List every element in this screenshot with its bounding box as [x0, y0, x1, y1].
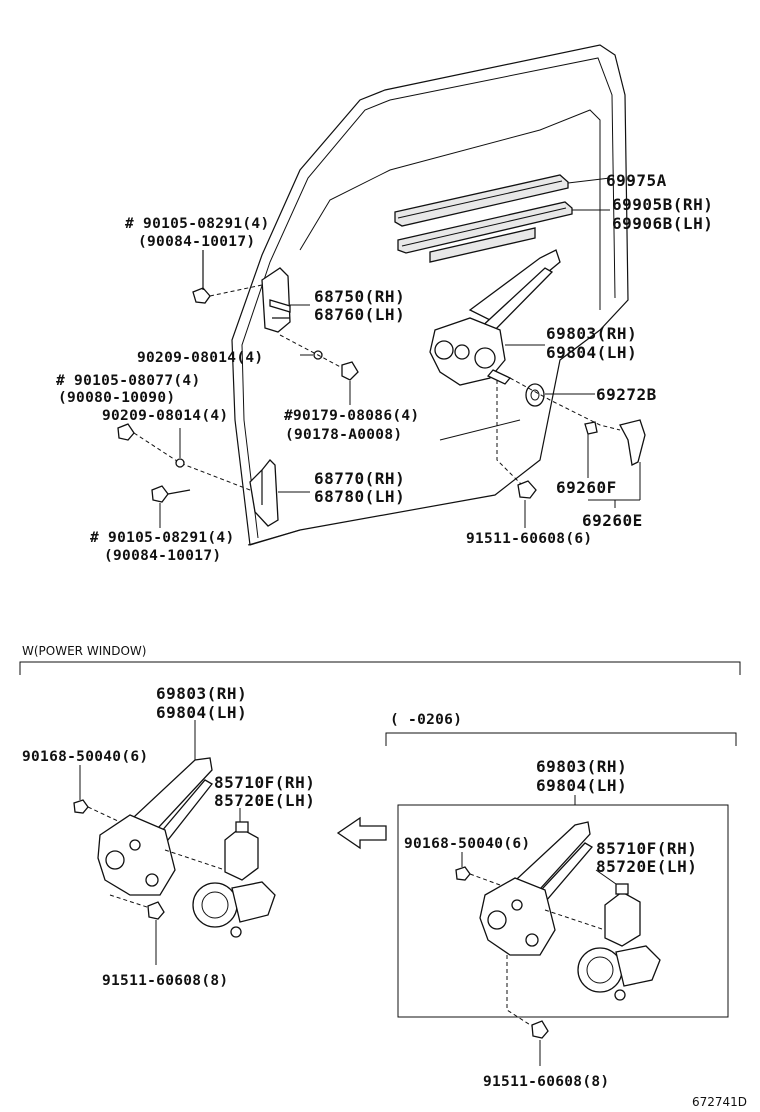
label-90209-08014-a: 90209-08014(4)	[137, 350, 263, 366]
label-69260e: 69260E	[582, 511, 643, 530]
sb-label-85710f: 85710F(RH)	[596, 839, 697, 858]
bolt-90168-left	[73, 799, 89, 814]
label-90084-10017-top: (90084-10017)	[138, 234, 255, 250]
label-69260f: 69260F	[556, 478, 617, 497]
pw-label-90168-50040: 90168-50040(6)	[22, 749, 148, 765]
label-68760: 68760(LH)	[314, 305, 405, 324]
sb-label-90168-50040: 90168-50040(6)	[404, 836, 530, 852]
pw-label-69804: 69804(LH)	[156, 703, 247, 722]
sb-label-69804: 69804(LH)	[536, 776, 627, 795]
label-69272b: 69272B	[596, 385, 657, 404]
label-90084-10017-bot: (90084-10017)	[104, 548, 221, 564]
weatherstrip-parts	[394, 174, 573, 263]
bolt-91511-right	[531, 1020, 549, 1039]
label-90179-08086: #90179-08086(4)	[284, 408, 419, 424]
window-regulator-manual	[429, 249, 561, 386]
bolt-91511-top	[517, 480, 537, 499]
bolt-91511-left	[147, 901, 165, 920]
label-90080-10090: (90080-10090)	[58, 390, 175, 406]
bolt-90168-right	[455, 866, 471, 881]
window-channel-lower	[249, 459, 279, 527]
sub-section-box	[397, 804, 729, 1018]
figure-code: 672741D	[692, 1095, 747, 1109]
label-68770: 68770(RH)	[314, 469, 405, 488]
sub-bracket	[385, 732, 737, 746]
power-regulator-left	[97, 757, 213, 896]
pw-label-91511-60608: 91511-60608(8)	[102, 973, 228, 989]
pw-label-69803: 69803(RH)	[156, 684, 247, 703]
label-68750: 68750(RH)	[314, 287, 405, 306]
bolt-90179	[341, 361, 359, 381]
window-crank-handle	[584, 419, 646, 466]
power-window-motor-right	[577, 883, 661, 1001]
bolt-90105-08077	[117, 423, 135, 441]
section-bracket	[19, 661, 741, 675]
bolt-top	[192, 250, 211, 304]
label-90178-a0008: (90178-A0008)	[285, 427, 402, 443]
sb-label-91511-60608: 91511-60608(8)	[483, 1074, 609, 1090]
label-90105-08077: # 90105-08077(4)	[56, 373, 200, 389]
sub-range-label: ( -0206)	[390, 712, 462, 728]
power-regulator-right	[479, 821, 594, 956]
label-69906b: 69906B(LH)	[612, 214, 713, 233]
sb-label-69803: 69803(RH)	[536, 757, 627, 776]
power-window-motor-left	[192, 821, 276, 938]
pw-label-85710f: 85710F(RH)	[214, 773, 315, 792]
label-69804-top: 69804(LH)	[546, 343, 637, 362]
label-90105-08291-bot: # 90105-08291(4)	[90, 530, 234, 546]
label-90105-08291-top: # 90105-08291(4)	[125, 216, 269, 232]
direction-arrow-icon	[336, 816, 387, 850]
label-68780: 68780(LH)	[314, 487, 405, 506]
door-frame-outline	[231, 44, 629, 546]
label-69905b: 69905B(RH)	[612, 195, 713, 214]
sb-label-85720e: 85720E(LH)	[596, 857, 697, 876]
pw-label-85720e: 85720E(LH)	[214, 791, 315, 810]
label-91511-60608-6: 91511-60608(6)	[466, 531, 592, 547]
window-channel-upper	[261, 267, 291, 333]
label-69803-top: 69803(RH)	[546, 324, 637, 343]
label-69975a: 69975A	[606, 171, 667, 190]
bolt-bottom	[151, 485, 191, 503]
label-90209-08014-b: 90209-08014(4)	[102, 408, 228, 424]
nut-lower	[175, 458, 185, 468]
section-title-power-window: W(POWER WINDOW)	[22, 644, 146, 658]
